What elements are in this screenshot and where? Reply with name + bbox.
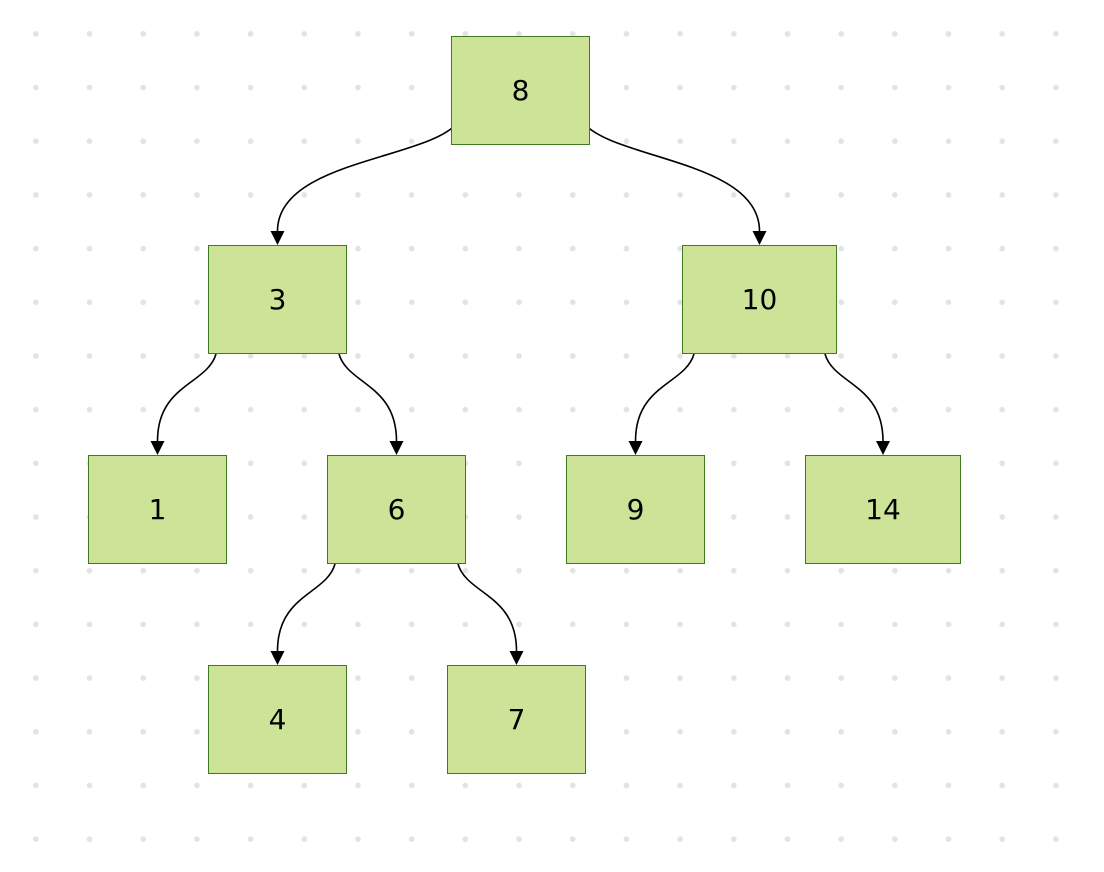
- edge-n8-n3: [276, 120, 460, 232]
- edge-n3-n6: [338, 353, 398, 442]
- edge-n6-n7: [457, 563, 518, 652]
- node-6: 6: [327, 455, 466, 564]
- edge-n3-n1: [156, 353, 217, 442]
- node-10: 10: [682, 245, 837, 354]
- arrowhead-n8-n10: [752, 231, 767, 245]
- edge-n6-n4: [276, 563, 336, 652]
- edge-n8-n10: [581, 120, 761, 232]
- arrowhead-n3-n1: [150, 441, 165, 455]
- node-14: 14: [805, 455, 961, 564]
- node-1: 1: [88, 455, 227, 564]
- node-7: 7: [447, 665, 586, 774]
- node-3: 3: [208, 245, 347, 354]
- arrowhead-n10-n9: [628, 441, 643, 455]
- arrowhead-n10-n14: [876, 441, 890, 455]
- edge-n10-n14: [824, 353, 884, 442]
- node-8: 8: [451, 36, 590, 145]
- arrowhead-n3-n6: [389, 441, 404, 455]
- arrowhead-n6-n4: [270, 651, 285, 665]
- node-4: 4: [208, 665, 347, 774]
- node-9: 9: [566, 455, 705, 564]
- arrowhead-n8-n3: [270, 231, 285, 245]
- arrowhead-n6-n7: [509, 651, 524, 665]
- edge-n10-n9: [634, 353, 695, 442]
